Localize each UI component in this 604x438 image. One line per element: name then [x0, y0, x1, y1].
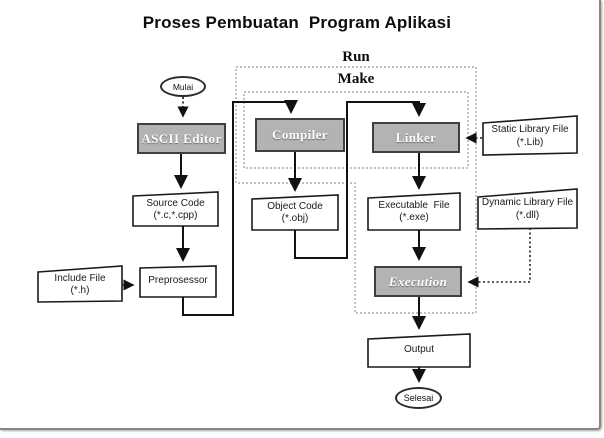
dynamic-library-shape	[477, 188, 578, 230]
dynamic-library-label: Dynamic Library File	[481, 197, 574, 208]
output-node: Output	[368, 334, 470, 367]
preprocessor-label: Preprosessor	[148, 275, 208, 287]
source-code-ext: (*.c,*.cpp)	[153, 210, 198, 221]
executable-file-shape	[367, 192, 461, 231]
preprocessor-shape	[139, 265, 217, 298]
compiler-label: Compiler	[272, 127, 328, 142]
ascii-editor-label: ASCII Editor	[141, 130, 222, 146]
compiler-node: Compiler	[255, 118, 345, 152]
source-code-label: Source Code	[146, 197, 205, 209]
static-library-node: Static Library File (*.Lib)	[483, 118, 577, 155]
end-terminal: Selesai	[395, 387, 442, 409]
executable-file-ext: (*.exe)	[399, 212, 429, 223]
source-code-shape	[132, 191, 219, 227]
execution-label: Execution	[388, 273, 448, 289]
linker-label: Linker	[395, 129, 437, 145]
make-region-label: Make	[337, 71, 375, 87]
object-code-label: Object Code	[267, 200, 323, 212]
include-file-node: Include File (*.h)	[38, 268, 122, 302]
dynamic-library-ext: (*.dll)	[515, 209, 540, 221]
run-region-label: Run	[342, 49, 370, 65]
output-label: Output	[403, 344, 435, 356]
executable-file-label: Executable File	[378, 199, 450, 211]
make-region-outline	[243, 91, 469, 169]
static-library-label: Static Library File	[491, 124, 569, 135]
include-file-ext: (*.h)	[70, 285, 90, 296]
static-library-ext: (*.Lib)	[516, 136, 544, 148]
dynamic-library-node: Dynamic Library File (*.dll)	[478, 190, 577, 229]
static-library-shape	[482, 115, 578, 156]
object-code-ext: (*.obj)	[281, 213, 309, 224]
run-region-outline	[235, 66, 477, 314]
ascii-editor-node: ASCII Editor	[137, 123, 226, 154]
executable-file-node: Executable File (*.exe)	[368, 194, 460, 230]
arrow-object-code-to-linker	[294, 101, 426, 259]
object-code-node: Object Code (*.obj)	[252, 196, 338, 230]
preprocessor-node: Preprosessor	[140, 266, 216, 297]
diagram-title: Proses Pembuatan Program Aplikasi	[142, 13, 452, 32]
linker-node: Linker	[372, 122, 460, 153]
end-terminal-label: Selesai	[403, 393, 434, 403]
arrow-dynamic-library-to-execution	[467, 228, 531, 288]
execution-node: Execution	[374, 266, 462, 297]
include-file-shape	[37, 265, 123, 303]
include-file-label: Include File	[54, 272, 106, 284]
start-terminal: Mulai	[160, 76, 206, 97]
start-terminal-label: Mulai	[172, 81, 194, 92]
arrow-preprocessor-to-compiler	[182, 100, 298, 316]
output-shape	[367, 333, 471, 368]
object-code-shape	[251, 194, 339, 231]
source-code-node: Source Code (*.c,*.cpp)	[133, 194, 218, 226]
